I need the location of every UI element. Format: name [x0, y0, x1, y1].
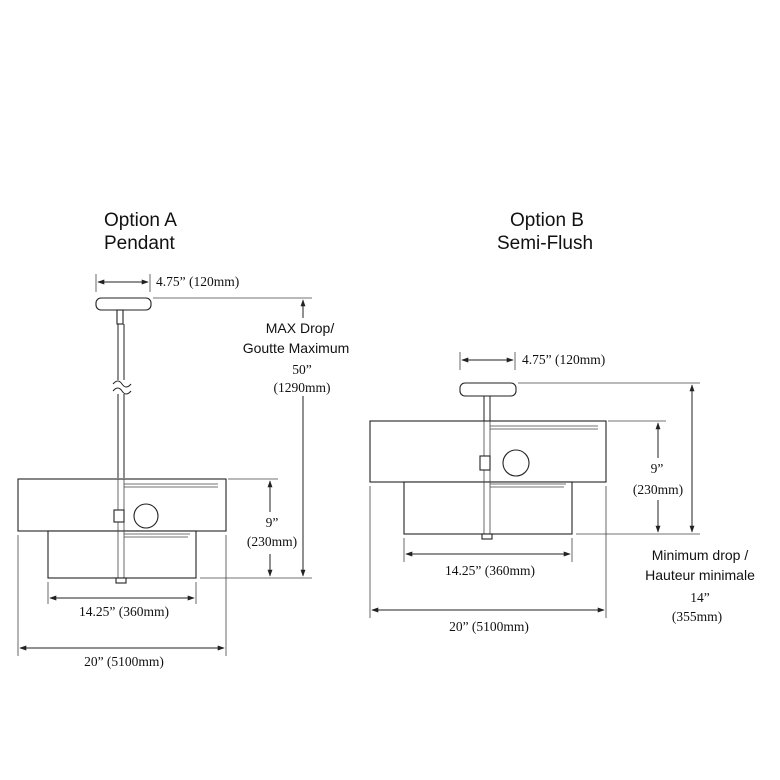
- option-a-max-drop-label-2: Goutte Maximum: [243, 340, 350, 356]
- option-b-group: Option B Semi-Flush 4.75” (120mm): [369, 210, 755, 634]
- option-a-stem-break-symbol: [112, 380, 132, 395]
- option-a-group: Option A Pendant 4.75” (120mm): [17, 210, 356, 669]
- option-a-canopy-width-label: 4.75” (120mm): [156, 274, 239, 289]
- option-b-outer-width-label: 20” (5100mm): [449, 619, 529, 634]
- option-a-stem-coupler: [116, 309, 124, 325]
- option-a-internal-frame: [113, 479, 218, 584]
- option-b-min-drop-label-2: Hauteur minimale: [645, 567, 755, 583]
- option-a-max-drop-dimension: MAX Drop/ Goutte Maximum 50” (1290mm): [153, 297, 356, 579]
- option-b-canopy-width-label: 4.75” (120mm): [522, 352, 605, 367]
- option-b-inner-shade: [403, 481, 573, 535]
- option-a-max-drop-in: 50”: [292, 362, 312, 377]
- option-a-subtitle: Pendant: [104, 233, 176, 254]
- option-a-bulb: [133, 503, 159, 529]
- option-b-bulb: [502, 449, 530, 477]
- option-b-inner-width-dimension: 14.25” (360mm): [403, 538, 573, 578]
- option-a-outer-width-label: 20” (5100mm): [84, 654, 164, 669]
- option-a-height-dimension: 9” (230mm): [200, 478, 297, 579]
- option-b-height-mm: (230mm): [633, 482, 683, 497]
- option-a-inner-shade: [47, 530, 197, 579]
- option-a-title: Option A: [104, 210, 177, 231]
- option-b-title: Option B: [510, 210, 584, 231]
- option-b-outer-shade: [369, 420, 607, 483]
- option-b-internal-frame: [479, 421, 598, 540]
- option-b-inner-width-label: 14.25” (360mm): [445, 563, 535, 578]
- option-a-inner-width-label: 14.25” (360mm): [79, 604, 169, 619]
- option-b-min-drop-mm: (355mm): [672, 609, 722, 624]
- option-b-min-drop-in: 14”: [690, 590, 710, 605]
- option-a-height-mm: (230mm): [247, 534, 297, 549]
- option-b-canopy-dimension: 4.75” (120mm): [459, 352, 605, 370]
- option-b-min-drop-dimension: Minimum drop / Hauteur minimale 14” (355…: [518, 382, 755, 624]
- option-b-height-in: 9”: [651, 461, 664, 476]
- option-b-subtitle: Semi-Flush: [497, 233, 593, 254]
- option-a-canopy-dimension: 4.75” (120mm): [95, 274, 239, 292]
- option-a-max-drop-label-1: MAX Drop/: [266, 320, 335, 336]
- option-b-canopy: [459, 382, 517, 397]
- option-a-height-in: 9”: [266, 515, 279, 530]
- option-a-max-drop-mm: (1290mm): [274, 380, 331, 395]
- option-a-outer-width-dimension: 20” (5100mm): [17, 535, 227, 669]
- option-b-outer-width-dimension: 20” (5100mm): [369, 486, 607, 634]
- option-b-min-drop-label-1: Minimum drop /: [652, 547, 749, 563]
- option-b-height-dimension: 9” (230mm): [576, 420, 684, 535]
- option-a-canopy: [95, 297, 152, 311]
- option-a-inner-width-dimension: 14.25” (360mm): [47, 582, 197, 619]
